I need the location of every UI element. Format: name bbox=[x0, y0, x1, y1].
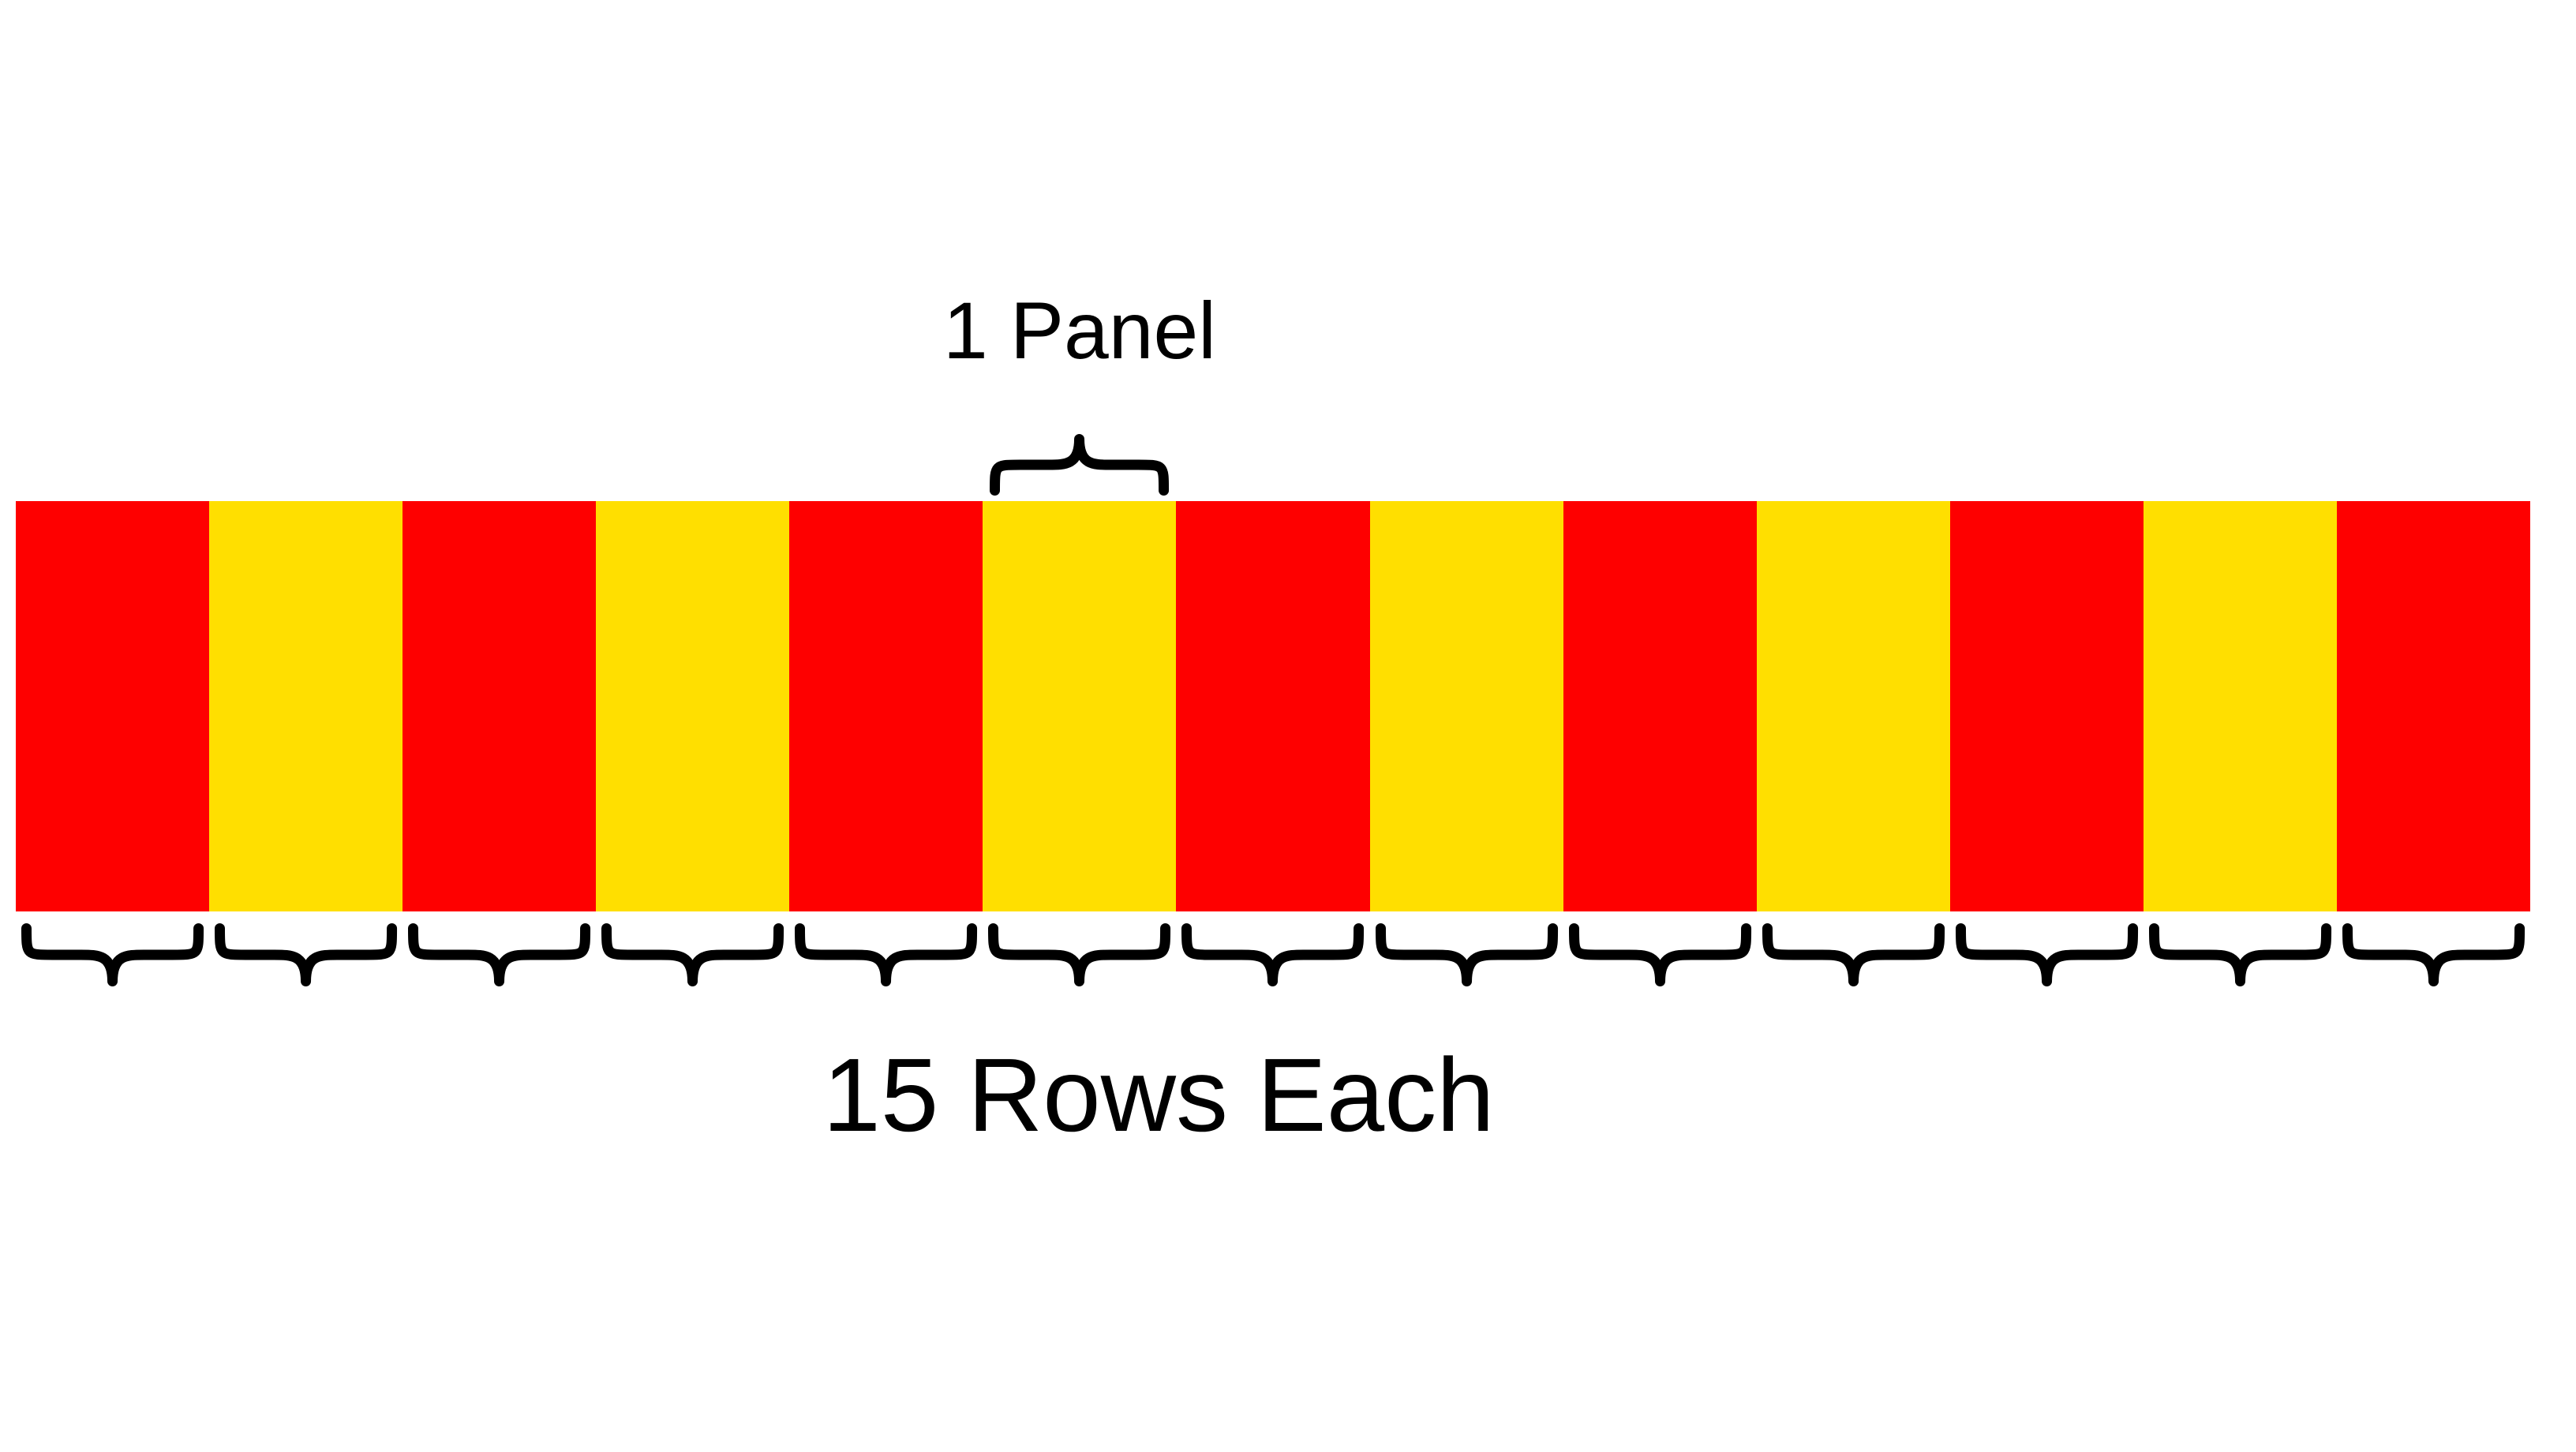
row-brace bbox=[1563, 923, 1757, 990]
row-brace bbox=[596, 923, 789, 990]
underbrace-icon bbox=[1568, 923, 1751, 986]
underbrace-icon bbox=[1762, 923, 1945, 986]
panel-stripe-red bbox=[1176, 501, 1370, 911]
underbrace-icon bbox=[21, 923, 204, 986]
panel-stripe-yellow bbox=[2143, 501, 2337, 911]
underbrace-icon bbox=[2148, 923, 2331, 986]
underbrace-icon bbox=[988, 923, 1171, 986]
panel-stripe-yellow bbox=[1369, 501, 1563, 911]
underbrace-icon bbox=[601, 923, 784, 986]
bottom-braces bbox=[16, 923, 2530, 990]
panel-stripe-yellow bbox=[983, 501, 1177, 911]
panel-stripe-red bbox=[1563, 501, 1757, 911]
underbrace-icon bbox=[1375, 923, 1558, 986]
panel-stripe-red bbox=[789, 501, 983, 911]
row-brace bbox=[1176, 923, 1369, 990]
row-brace bbox=[1757, 923, 1950, 990]
row-brace bbox=[1950, 923, 2144, 990]
panel-stripe-red bbox=[1949, 501, 2144, 911]
row-brace bbox=[2144, 923, 2337, 990]
panel-stripes bbox=[16, 501, 2531, 911]
row-brace bbox=[16, 923, 209, 990]
panel-stripe-yellow bbox=[1756, 501, 1950, 911]
underbrace-icon bbox=[1955, 923, 2138, 986]
row-brace bbox=[789, 923, 983, 990]
panel-label: 1 Panel bbox=[942, 286, 1216, 376]
overbrace-icon bbox=[990, 434, 1170, 496]
underbrace-icon bbox=[2342, 923, 2525, 986]
panel-stripe-red bbox=[402, 501, 597, 911]
underbrace-icon bbox=[215, 923, 398, 986]
panel-stripe-red bbox=[2336, 501, 2531, 911]
row-brace bbox=[983, 923, 1176, 990]
panel-stripe-yellow bbox=[209, 501, 403, 911]
panel-stripe-yellow bbox=[596, 501, 790, 911]
top-brace bbox=[990, 434, 1170, 496]
underbrace-icon bbox=[795, 923, 978, 986]
row-brace bbox=[209, 923, 402, 990]
row-brace bbox=[1370, 923, 1563, 990]
row-brace bbox=[402, 923, 596, 990]
underbrace-icon bbox=[1181, 923, 1365, 986]
underbrace-icon bbox=[408, 923, 591, 986]
row-brace bbox=[2337, 923, 2530, 990]
rows-label: 15 Rows Each bbox=[822, 1037, 1495, 1153]
panel-stripe-red bbox=[16, 501, 210, 911]
